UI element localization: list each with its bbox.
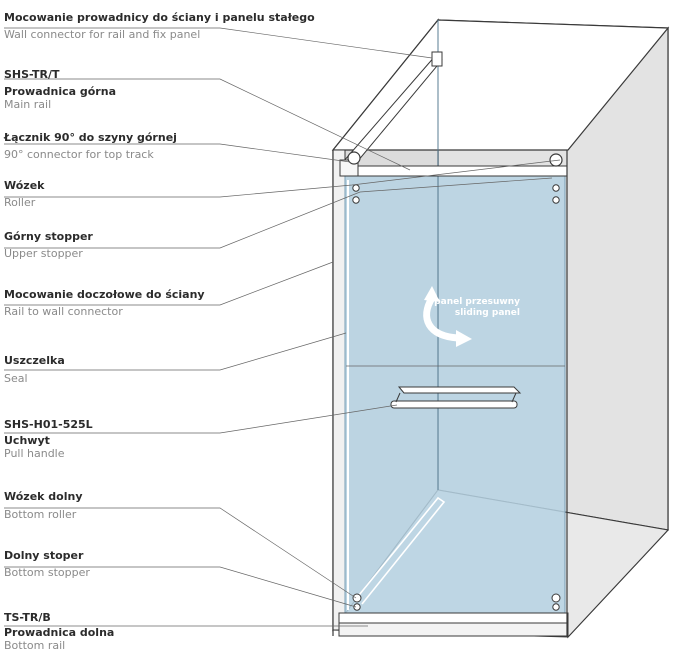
label-en: 90° connector for top track — [4, 148, 154, 161]
bolt-tr-1 — [552, 184, 560, 192]
label-pl: Prowadnica dolna — [4, 626, 115, 639]
label-pl: Prowadnica górna — [4, 85, 116, 98]
label-pl: Uszczelka — [4, 354, 65, 367]
top-roller-left — [347, 151, 361, 165]
label-pl: Wózek dolny — [4, 490, 83, 503]
leader-5 — [4, 177, 553, 249]
label-bottom-stopper: Dolny stoper Bottom stopper — [4, 549, 90, 579]
sliding-panel-label: panel przesuwny sliding panel — [434, 297, 520, 319]
bottom-stopper-right — [552, 603, 560, 611]
label-en: Seal — [4, 372, 28, 385]
leader-8 — [4, 404, 398, 434]
wall-connector-block — [431, 51, 443, 67]
label-pl: Łącznik 90° do szyny górnej — [4, 131, 177, 144]
label-bottom-roller: Wózek dolny Bottom roller — [4, 490, 83, 521]
label-en: Bottom roller — [4, 508, 77, 521]
label-en: Wall connector for rail and fix panel — [4, 28, 201, 41]
top-opening — [331, 19, 670, 151]
label-en: Pull handle — [4, 447, 65, 460]
fixed-panel — [332, 149, 346, 631]
sliding-glass-panel — [344, 174, 566, 614]
label-bottom-rail: TS-TR/B Prowadnica dolna Bottom rail — [4, 611, 114, 652]
label-pl: Uchwyt — [4, 434, 50, 447]
main-top-rail — [344, 165, 568, 177]
bottom-rail-base — [338, 622, 569, 637]
slide-arrow-icon — [423, 286, 472, 347]
bottom-roller-right — [551, 593, 561, 603]
leader-3 — [4, 143, 351, 163]
label-en: Main rail — [4, 98, 52, 111]
leader-1 — [4, 27, 433, 59]
label-en: Bottom stopper — [4, 566, 90, 579]
label-pl: Wózek — [4, 179, 45, 192]
floor-rail-diagonal — [354, 496, 446, 605]
label-rail-wall-connector: Mocowanie doczołowe do ściany Rail to wa… — [4, 288, 205, 318]
bolt-tr-2 — [552, 196, 560, 204]
sliding-panel-label-en: sliding panel — [454, 308, 520, 318]
bottom-rail — [338, 612, 569, 624]
leader-lines — [4, 27, 565, 627]
label-pl: Dolny stoper — [4, 549, 84, 562]
bolt-tl-2 — [352, 196, 360, 204]
label-90-connector: Łącznik 90° do szyny górnej 90° connecto… — [4, 131, 177, 161]
label-pl: Mocowanie doczołowe do ściany — [4, 288, 205, 301]
sliding-panel-label-pl: panel przesuwny — [434, 297, 520, 307]
pull-handle — [390, 386, 522, 409]
bolt-tl-1 — [352, 184, 360, 192]
leader-7 — [4, 332, 347, 371]
label-roller: Wózek Roller — [4, 179, 44, 209]
leader-2 — [4, 78, 411, 171]
label-pl: Górny stopper — [4, 230, 93, 243]
label-wall-connector: Mocowanie prowadnicy do ściany i panelu … — [4, 11, 315, 41]
label-pl: Mocowanie prowadnicy do ściany i panelu … — [4, 11, 315, 24]
label-pull-handle: SHS-H01-525L Uchwyt Pull handle — [4, 418, 93, 460]
label-en: Bottom rail — [4, 639, 66, 652]
label-code: SHS-H01-525L — [4, 418, 93, 431]
label-en: Upper stopper — [4, 247, 83, 260]
label-upper-stopper: Górny stopper Upper stopper — [4, 230, 93, 260]
label-code: SHS-TR/T — [4, 68, 60, 81]
bottom-stopper-left — [353, 603, 361, 611]
label-en: Roller — [4, 196, 36, 209]
leader-10 — [4, 566, 357, 608]
label-seal: Uszczelka Seal — [4, 354, 65, 385]
label-main-rail: SHS-TR/T Prowadnica górna Main rail — [4, 68, 116, 111]
top-roller-right — [549, 153, 563, 167]
leader-4 — [4, 159, 561, 198]
bottom-roller-left — [352, 593, 362, 603]
leader-6 — [4, 261, 334, 306]
label-en: Rail to wall connector — [4, 305, 123, 318]
leader-9 — [4, 507, 357, 599]
label-code: TS-TR/B — [4, 611, 51, 624]
